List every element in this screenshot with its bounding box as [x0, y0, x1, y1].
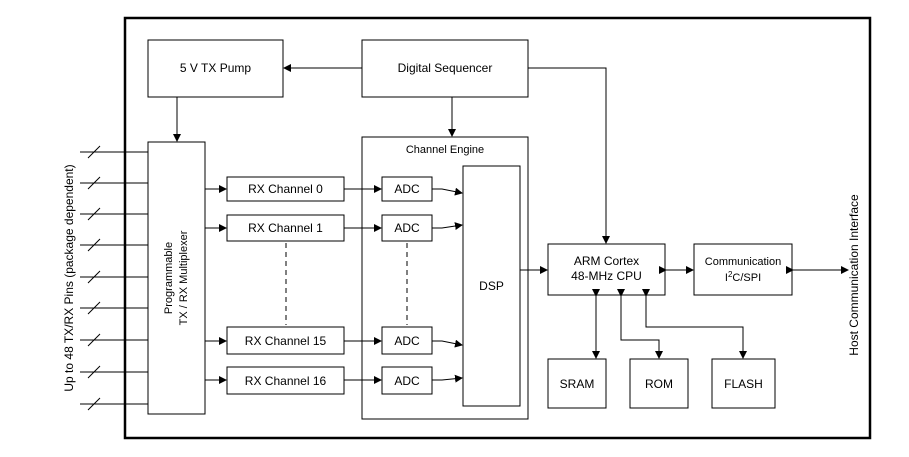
tx-pump-label: 5 V TX Pump	[180, 61, 251, 75]
cpu-label-line1: ARM Cortex	[574, 254, 639, 268]
rx-channel-0-label: RX Channel 0	[248, 182, 323, 196]
digital-sequencer-block: Digital Sequencer	[361, 39, 529, 98]
pin-bus-slash	[87, 145, 101, 159]
adc-0-label: ADC	[394, 182, 420, 196]
pin-bus-slash	[87, 207, 101, 221]
arrow-adc16-to-dsp	[432, 374, 463, 383]
rom-label: ROM	[645, 377, 673, 391]
pin-bus-slash	[87, 365, 101, 379]
sram-label: SRAM	[560, 377, 595, 391]
digital-sequencer-label: Digital Sequencer	[398, 61, 493, 75]
arrow-adc0-to-dsp	[432, 187, 463, 196]
host-interface-label: Host Communication Interface	[847, 194, 861, 356]
pin-bus-slash	[87, 333, 101, 347]
communication-label-line2: I2C/SPI	[725, 270, 761, 284]
arrow-adc15-to-dsp	[432, 339, 463, 348]
rx-channel-16-label: RX Channel 16	[245, 374, 327, 388]
adc-1-block: ADC	[381, 214, 433, 242]
pins-label: Up to 48 TX/RX Pins (package dependent)	[62, 164, 76, 391]
arrow-cpu-flash	[642, 289, 747, 359]
adc-15-label: ADC	[394, 334, 420, 348]
multiplexer-label-line1: Programmable	[163, 242, 175, 314]
dsp-label: DSP	[479, 279, 504, 293]
pin-bus-slash	[87, 301, 101, 315]
communication-label-line1: Communication	[705, 256, 781, 268]
adc-1-label: ADC	[394, 221, 420, 235]
rx-channel-0-block: RX Channel 0	[226, 176, 345, 202]
pin-bus-slash	[87, 397, 101, 411]
rom-block: ROM	[629, 358, 689, 409]
flash-block: FLASH	[711, 358, 776, 409]
cpu-block: ARM Cortex 48-MHz CPU	[547, 243, 666, 296]
communication-block: Communication I2C/SPI	[693, 243, 793, 296]
rx-channel-15-block: RX Channel 15	[226, 326, 345, 355]
cpu-label-line2: 48-MHz CPU	[571, 269, 642, 283]
rx-channel-16-block: RX Channel 16	[226, 366, 345, 395]
multiplexer-label-line2: TX / RX Multiplexer	[178, 230, 190, 325]
adc-16-block: ADC	[381, 366, 433, 395]
adc-16-label: ADC	[394, 374, 420, 388]
flash-label: FLASH	[724, 377, 763, 391]
multiplexer-block: Programmable TX / RX Multiplexer	[147, 141, 206, 415]
channel-engine-label: Channel Engine	[406, 144, 484, 156]
tx-pump-block: 5 V TX Pump	[147, 39, 284, 98]
arrow-adc1-to-dsp	[432, 222, 463, 230]
pin-bus-slash	[87, 270, 101, 284]
pin-bus-slash	[87, 176, 101, 190]
rx-channel-15-label: RX Channel 15	[245, 334, 327, 348]
dsp-block: DSP	[462, 165, 521, 407]
adc-0-block: ADC	[381, 176, 433, 202]
chip-boundary	[123, 16, 872, 440]
arrow-sequencer-to-cpu	[528, 67, 610, 244]
pin-lines	[80, 145, 148, 411]
sram-block: SRAM	[547, 358, 607, 409]
rx-channel-1-label: RX Channel 1	[248, 221, 323, 235]
pin-bus-slash	[87, 238, 101, 252]
adc-15-block: ADC	[381, 326, 433, 355]
rx-channel-1-block: RX Channel 1	[226, 214, 345, 242]
